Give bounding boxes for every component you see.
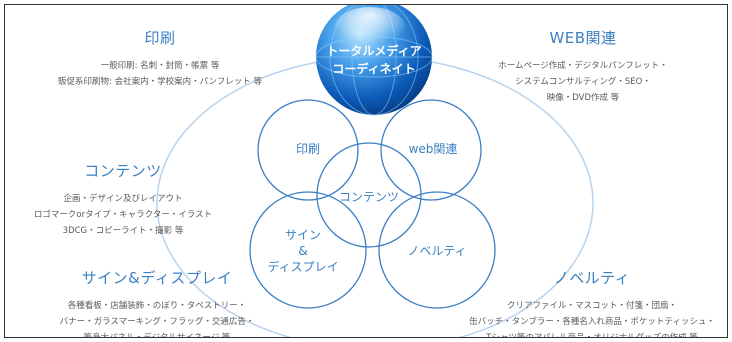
circle-novelty: [378, 191, 496, 309]
group-sign: サイン&ディスプレイ 各種看板・店舗装飾・のぼり・タペストリー・ バナー・ガラス…: [47, 267, 267, 338]
group-contents-line-3: 3DCG・コピーライト・撮影 等: [62, 226, 184, 236]
group-print: 印刷 一般印刷: 名刺・封筒・帳票 等 販促系印刷物: 会社案内・学校案内・パン…: [55, 27, 265, 90]
group-sign-line-1: 各種看板・店舗装飾・のぼり・タペストリー・: [67, 301, 247, 311]
group-novelty-heading: ノベルティ: [553, 269, 631, 287]
circle-label-web: web関連: [409, 142, 458, 156]
group-print-line-2: 販促系印刷物: 会社案内・学校案内・パンフレット 等: [58, 77, 262, 87]
circle-label-sign-1: サイン: [285, 228, 321, 242]
group-web-line-1: ホームページ作成・デジタルパンフレット・: [498, 61, 668, 71]
group-novelty-line-1: クリアファイル・マスコット・付箋・団扇・: [506, 301, 677, 311]
circle-label-sign-3: ディスプレイ: [267, 259, 338, 274]
diagram-frame: 印刷 web関連 コンテンツ サイン & ディスプレイ ノベルティ トータルメデ…: [4, 4, 728, 338]
circle-label-sign-2: &: [298, 244, 307, 258]
circle-sign: [249, 191, 367, 309]
group-sign-line-3: 等身大パネル・デジタルサイネージ 等: [83, 333, 231, 338]
group-web: WEB関連 ホームページ作成・デジタルパンフレット・ システムコンサルティング・…: [473, 27, 693, 106]
group-web-line-2: システムコンサルティング・SEO・: [515, 77, 651, 87]
globe-label-line1: トータルメディア: [326, 43, 421, 58]
group-sign-heading: サイン&ディスプレイ: [81, 269, 233, 287]
group-sign-line-2: バナー・ガラスマーキング・フラッグ・交通広告・: [59, 317, 255, 327]
group-contents-line-2: ロゴマークorタイプ・キャラクター・イラスト: [33, 210, 213, 220]
group-web-heading: WEB関連: [549, 29, 617, 47]
venn-diagram: 印刷 web関連 コンテンツ サイン & ディスプレイ ノベルティ トータルメデ…: [156, 5, 594, 337]
group-novelty-line-2: 缶バッチ・タンブラー・各種名入れ商品・ポケットティッシュ・: [469, 317, 715, 327]
circle-label-contents: コンテンツ: [339, 190, 399, 204]
globe-label-line2: コーディネイト: [332, 61, 415, 76]
group-contents-line-1: 企画・デザイン及びレイアウト: [63, 194, 183, 204]
globe-icon: トータルメディア コーディネイト: [315, 5, 433, 116]
circle-print: [257, 99, 359, 201]
group-web-line-3: 映像・DVD作成 等: [546, 93, 620, 103]
circle-label-print: 印刷: [296, 142, 320, 156]
group-print-line-1: 一般印刷: 名刺・封筒・帳票 等: [100, 61, 220, 71]
group-contents: コンテンツ 企画・デザイン及びレイアウト ロゴマークorタイプ・キャラクター・イ…: [23, 160, 223, 239]
group-contents-heading: コンテンツ: [84, 162, 162, 180]
circle-contents: [316, 142, 422, 248]
group-print-heading: 印刷: [144, 29, 176, 47]
group-novelty-line-3: Tシャツ等のアパレル商品・オリジナルグッズの作成 等: [486, 333, 698, 338]
group-novelty: ノベルティ クリアファイル・マスコット・付箋・団扇・ 缶バッチ・タンブラー・各種…: [467, 267, 717, 338]
circle-label-novelty: ノベルティ: [407, 244, 466, 258]
circle-web: [380, 99, 482, 201]
